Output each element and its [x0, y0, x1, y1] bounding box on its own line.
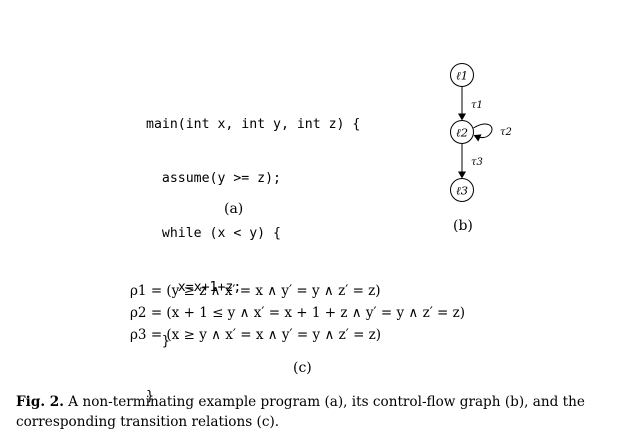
transition-relation-rho3: ρ3 = (x ≥ y ∧ x′ = x ∧ y′ = y ∧ z′ = z) — [130, 327, 382, 343]
cfg-edge-t2 — [473, 123, 493, 142]
transition-relation-rho1: ρ1 = (y ≥ z ∧ x′ = x ∧ y′ = y ∧ z′ = z) — [130, 283, 381, 299]
subfigure-label-c: (c) — [293, 360, 312, 376]
subfigure-label-b: (b) — [453, 218, 473, 234]
code-line: main(int x, int y, int z) { — [146, 117, 361, 133]
cfg-node-label: ℓ2 — [456, 126, 468, 140]
code-line: assume(y >= z); — [146, 171, 281, 187]
code-line: while (x < y) { — [146, 225, 281, 241]
cfg-node-label: ℓ3 — [456, 184, 468, 198]
code-line: } — [146, 334, 170, 350]
cfg-edge-label: τ3 — [471, 157, 483, 168]
program-code: main(int x, int y, int z) { assume(y >= … — [146, 80, 360, 424]
cfg-node-l3: ℓ3 — [450, 178, 474, 202]
cfg-edge-label: τ2 — [500, 127, 512, 138]
figure-number: Fig. 2. — [16, 394, 64, 410]
figure-caption: Fig. 2. A non-terminating example progra… — [16, 392, 612, 432]
code-line: x=x+1+z; — [146, 280, 242, 296]
cfg-node-label: ℓ1 — [456, 69, 468, 83]
subfigure-label-a: (a) — [224, 201, 244, 217]
cfg-node-l2: ℓ2 — [450, 120, 474, 144]
caption-text: A non-terminating example program (a), i… — [16, 394, 585, 430]
transition-relation-rho2: ρ2 = (x + 1 ≤ y ∧ x′ = x + 1 + z ∧ y′ = … — [130, 305, 466, 321]
code-line: } — [146, 388, 154, 404]
control-flow-graph: ℓ1 ℓ2 ℓ3 τ1 τ2 τ3 — [450, 63, 512, 202]
cfg-edge-label: τ1 — [471, 100, 483, 111]
cfg-node-l1: ℓ1 — [450, 63, 474, 87]
